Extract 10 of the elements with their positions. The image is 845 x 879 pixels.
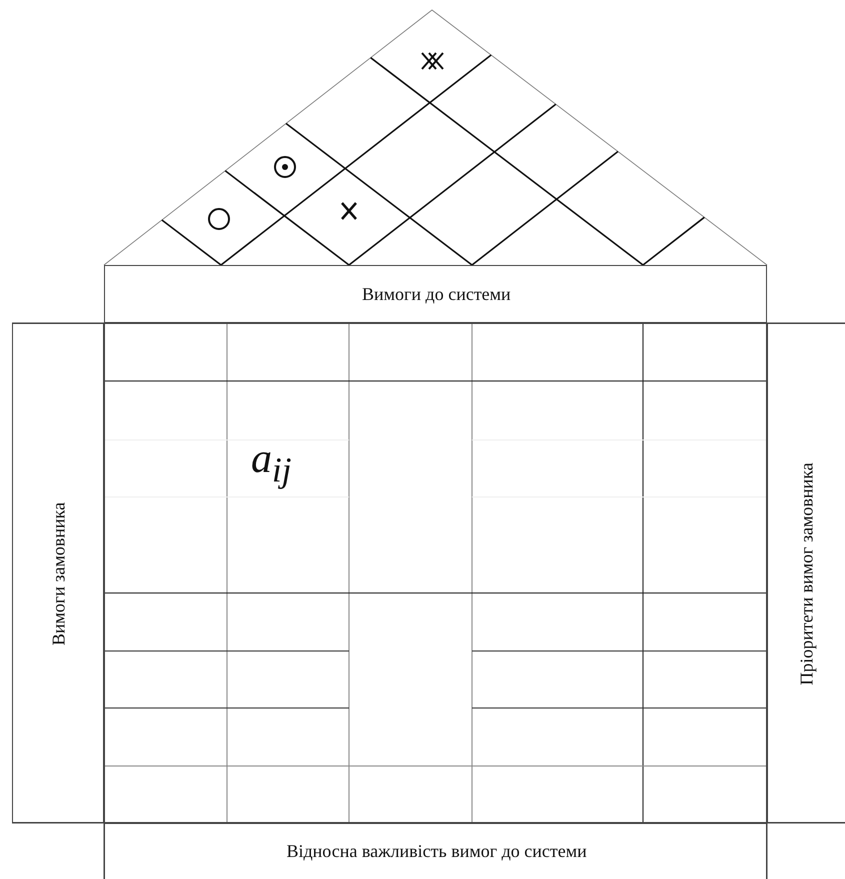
matrix-element-label: a$_{ij}$ [251,436,292,490]
footer-heading: Відносна важливість вимог до системи [286,842,587,862]
heading: Вимоги до системи [362,285,511,305]
relationship-matrix [104,323,767,823]
footer-band [104,823,767,879]
side-band [767,323,845,823]
row-heading: Вимоги замовника [49,502,70,646]
side-band [12,323,104,823]
column-heading: Пріоритети вимог замовника [796,462,817,686]
header-band [104,265,767,323]
